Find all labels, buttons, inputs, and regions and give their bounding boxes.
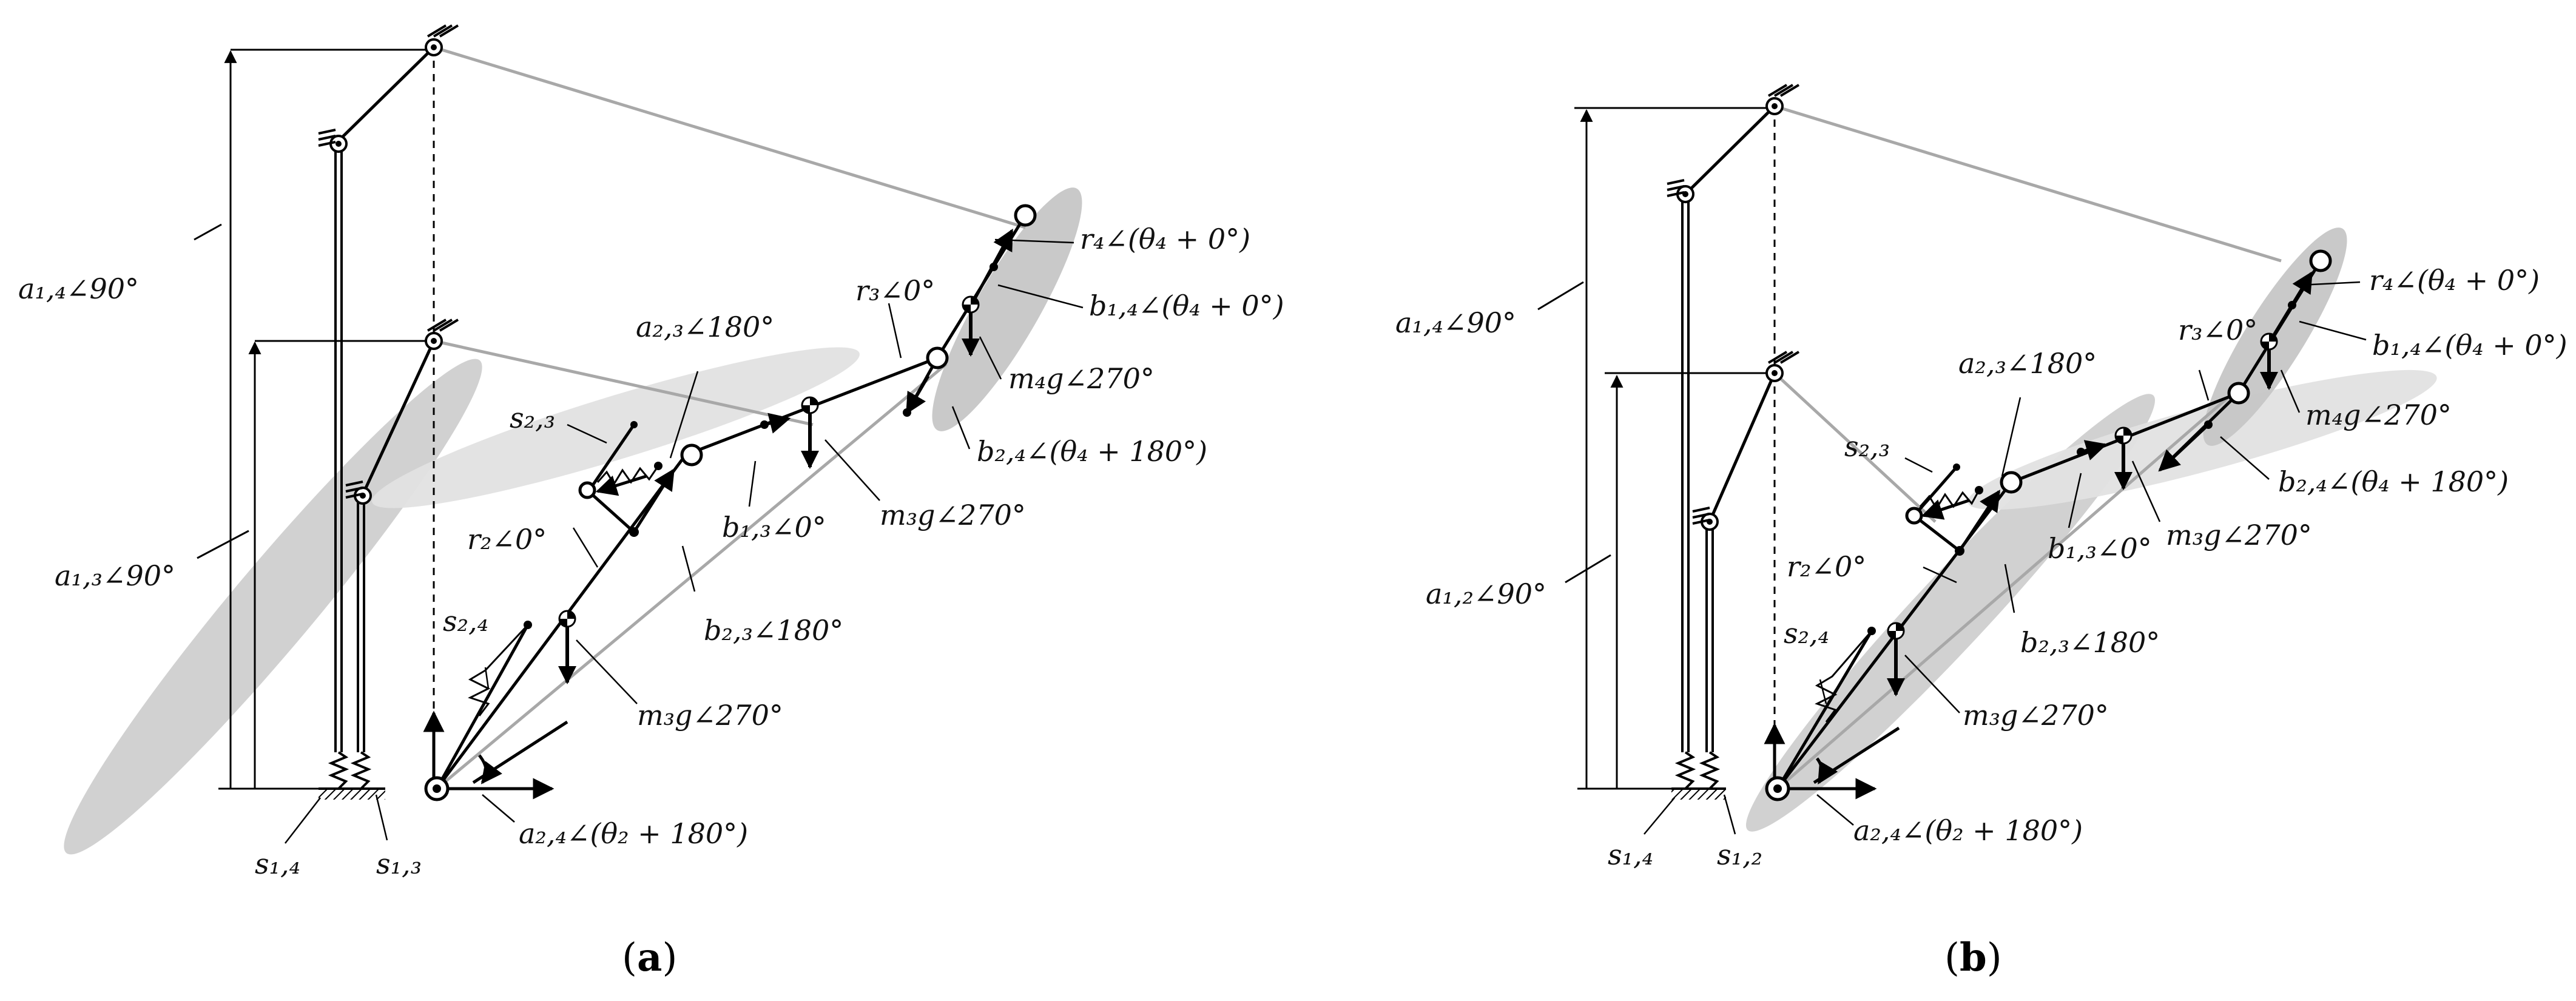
open-joints-b	[1765, 249, 2332, 801]
caption-letter-a: a	[637, 935, 662, 980]
label-s14-b: s₁,₄	[1608, 838, 1653, 871]
label-s24-b: s₂,₄	[1784, 617, 1829, 650]
label-a24: a₂,₄∠(θ₂ + 180°)	[519, 817, 748, 850]
label-s12-b: s₁,₂	[1717, 838, 1762, 871]
labels-panel-a: a₁,₄∠90° a₁,₃∠90° r₄∠(θ₄ + 0°) b₁,₄∠(θ₄ …	[18, 223, 1284, 880]
label-r2: r₂∠0°	[467, 523, 547, 556]
caption-a: (a)	[622, 935, 677, 980]
caption-letter-b: b	[1960, 935, 1987, 980]
label-r4: r₄∠(θ₄ + 0°)	[1080, 223, 1250, 255]
dimension-lines	[194, 49, 434, 790]
labels-panel-b: a₁,₄∠90° a₁,₂∠90° r₄∠(θ₄ + 0°) b₁,₄∠(θ₄ …	[1395, 264, 2568, 871]
grey-reference-lines	[433, 46, 1026, 790]
label-r3: r₃∠0°	[855, 274, 935, 307]
label-s13: s₁,₃	[376, 848, 422, 880]
dots	[433, 263, 998, 793]
label-b14: b₁,₄∠(θ₄ + 0°)	[1089, 289, 1284, 322]
label-a14-b: a₁,₄∠90°	[1395, 306, 1516, 339]
label-m3g-bot-b: m₃g∠270°	[1963, 699, 2109, 732]
panel-b: a₁,₄∠90° a₁,₂∠90° r₄∠(θ₄ + 0°) b₁,₄∠(θ₄ …	[1395, 84, 2568, 980]
pivot-joints-b	[1667, 84, 1800, 531]
label-s14: s₁,₄	[255, 848, 300, 880]
label-r2-b: r₂∠0°	[1787, 550, 1866, 583]
link-shading	[64, 187, 1082, 855]
label-a12-b: a₁,₂∠90°	[1426, 578, 1546, 610]
label-b24-b: b₂,₄∠(θ₄ + 180°)	[2278, 465, 2509, 498]
dots-b	[1773, 301, 2296, 793]
label-b13: b₁,₃∠0°	[722, 511, 826, 544]
label-b23-b: b₂,₃∠180°	[2020, 626, 2160, 659]
mass-markers-b	[1887, 332, 2278, 640]
leader-lines-b	[1644, 281, 2367, 835]
label-a23: a₂,₃∠180°	[636, 311, 774, 343]
ground-block	[319, 787, 385, 800]
label-b13-b: b₁,₃∠0°	[2048, 532, 2152, 565]
panel-a: a₁,₄∠90° a₁,₃∠90° r₄∠(θ₄ + 0°) b₁,₄∠(θ₄ …	[18, 24, 1284, 980]
left-supports-b	[1674, 105, 1776, 790]
label-s23: s₂,₃	[510, 402, 555, 434]
label-r4-b: r₄∠(θ₄ + 0°)	[2369, 264, 2540, 297]
left-supports	[328, 46, 436, 790]
label-m3g-top: m₃g∠270°	[880, 499, 1026, 531]
pivot-joints	[318, 24, 459, 505]
label-b24: b₂,₄∠(θ₄ + 180°)	[977, 435, 1207, 468]
leader-lines	[285, 238, 1084, 844]
ground-block-b	[1671, 787, 1726, 800]
label-m3g-top-b: m₃g∠270°	[2166, 519, 2312, 551]
label-m4g: m₄g∠270°	[1008, 362, 1155, 395]
label-m4g-b: m₄g∠270°	[2305, 399, 2452, 431]
label-a24-b: a₂,₄∠(θ₂ + 180°)	[1853, 814, 2083, 847]
label-s24: s₂,₄	[443, 605, 488, 638]
label-s23-b: s₂,₃	[1844, 430, 1890, 463]
label-b14-b: b₁,₄∠(θ₄ + 0°)	[2372, 329, 2568, 362]
springs-panel-b	[1815, 490, 1980, 723]
label-m3g-bot: m₃g∠270°	[637, 699, 783, 732]
label-a14: a₁,₄∠90°	[18, 272, 139, 305]
caption-b: (b)	[1944, 935, 2002, 980]
label-r3-b: r₃∠0°	[2178, 314, 2257, 346]
label-b23: b₂,₃∠180°	[704, 614, 843, 647]
label-a13: a₁,₃∠90°	[55, 559, 175, 592]
dimension-lines-b	[1537, 107, 1775, 790]
label-a23-b: a₂,₃∠180°	[1958, 347, 2097, 380]
mass-markers	[558, 295, 980, 628]
